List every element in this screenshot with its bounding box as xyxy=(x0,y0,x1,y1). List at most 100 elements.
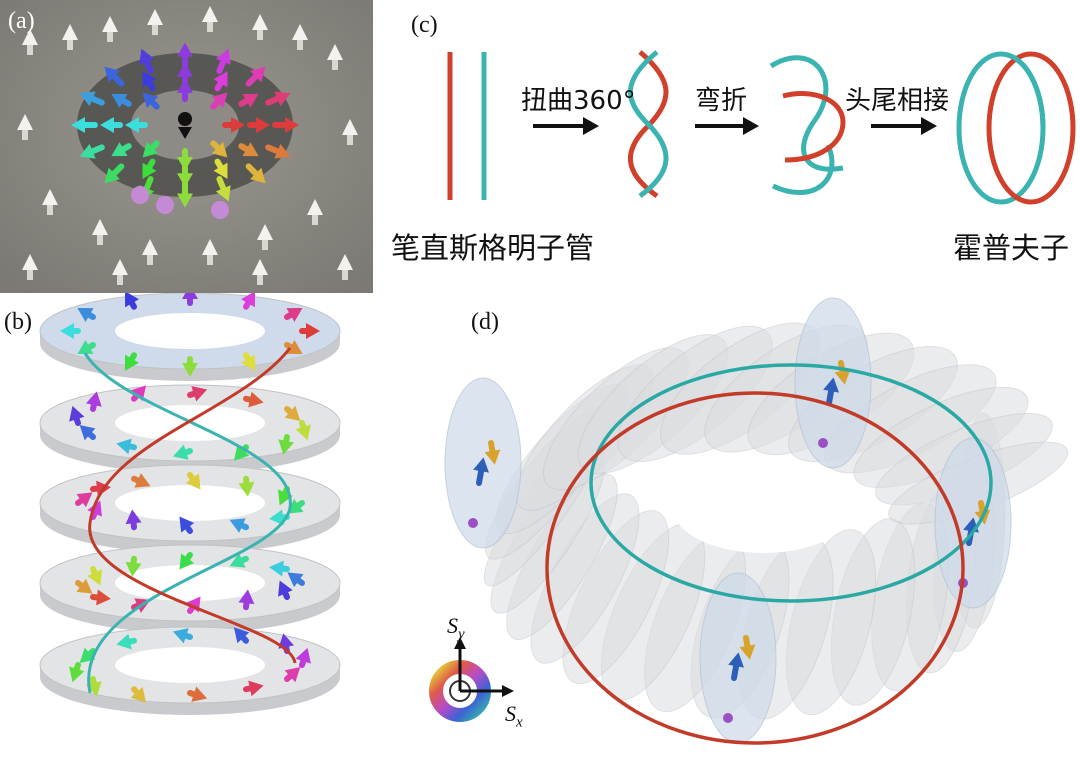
panel-a-label: (a) xyxy=(8,8,35,34)
highlight-disk xyxy=(794,297,872,469)
panel-a: (a) xyxy=(0,0,373,293)
spin-arrow xyxy=(71,117,98,133)
stack-disk xyxy=(39,544,341,633)
disk-spin-arrow xyxy=(75,578,93,594)
disk-spin-arrow xyxy=(233,627,250,644)
white-cone xyxy=(307,199,323,225)
disk-spin-arrow xyxy=(287,572,305,588)
disk-spin-arrow xyxy=(69,405,85,426)
spin-arrow xyxy=(79,143,105,159)
white-cone xyxy=(257,224,273,250)
stack-disk xyxy=(39,626,341,715)
white-cone xyxy=(337,254,353,280)
disk-spin-arrow xyxy=(283,340,303,354)
spin-arrow xyxy=(104,163,125,184)
disk-spin-arrow xyxy=(69,662,85,683)
hopfion-overlap-teal xyxy=(1011,54,1046,129)
disk-spin-arrow xyxy=(172,444,193,460)
white-cone xyxy=(17,114,33,140)
spin-arrow xyxy=(215,176,231,202)
panel-c-label: (c) xyxy=(411,12,438,38)
violet-sphere xyxy=(156,196,174,214)
spin-arrow xyxy=(238,142,259,157)
spin-arrow xyxy=(210,92,228,110)
disk-spin-arrow xyxy=(182,356,198,377)
disk-spin-arrow xyxy=(187,386,208,402)
arrow-1 xyxy=(533,117,599,135)
panel-d-torus xyxy=(444,297,1069,745)
panel-b: (b) xyxy=(0,293,373,773)
spin-arrow xyxy=(245,66,266,87)
white-cone xyxy=(142,239,158,265)
arrow-2 xyxy=(695,117,759,135)
disk-spin-arrow xyxy=(75,492,93,508)
torus-hole xyxy=(673,463,853,553)
spin-arrow xyxy=(104,66,125,87)
disk-spin-arrow xyxy=(278,434,294,455)
spin-arrow xyxy=(245,163,266,184)
panel-d: (d) Sy Sx xyxy=(373,293,1080,773)
disk-spin-arrow xyxy=(77,340,97,354)
spin-arrow xyxy=(222,117,245,133)
spin-arrow xyxy=(247,117,270,133)
spin-arrow xyxy=(139,48,155,74)
violet-sphere xyxy=(211,201,229,219)
disk-spin-arrow xyxy=(823,377,839,406)
disk-spin-arrow xyxy=(238,475,255,497)
spin-arrow xyxy=(142,92,160,110)
hopfion-loop-red xyxy=(986,51,1076,205)
disk-spin-arrow xyxy=(484,440,501,465)
white-cone xyxy=(62,24,78,50)
highlight-disk xyxy=(444,377,522,549)
helix-teal xyxy=(83,352,292,694)
white-cone xyxy=(92,219,108,245)
disk-spin-arrow xyxy=(283,666,301,683)
white-cone xyxy=(342,119,358,145)
hopfion-loop-teal xyxy=(956,51,1046,205)
stack-disk xyxy=(39,293,341,381)
spin-arrow xyxy=(177,148,193,171)
disk-spin-arrow xyxy=(241,293,255,310)
caption-straight-skyrmion-tube: 笔直斯格明子管 xyxy=(391,231,595,265)
helix-red xyxy=(88,347,297,664)
disk-spin-arrow xyxy=(116,633,137,650)
white-cone xyxy=(102,16,118,42)
disk-spin-arrow xyxy=(87,566,102,586)
bent-tube-red xyxy=(782,91,846,163)
sx-label: Sx xyxy=(505,701,523,731)
disk-spin-arrow xyxy=(172,628,193,644)
disk-spin-arrow xyxy=(229,518,249,533)
disk-spin-arrow xyxy=(77,308,97,322)
disk-spin-arrow xyxy=(79,424,97,441)
spin-arrow xyxy=(265,143,291,159)
disk-spin-arrow xyxy=(187,686,208,702)
spin-arrow xyxy=(238,93,259,108)
white-cone xyxy=(252,259,268,285)
violet-sphere xyxy=(131,186,149,204)
disk-spin-arrow xyxy=(179,552,195,570)
spin-arrow xyxy=(213,158,228,179)
white-cone xyxy=(112,259,128,285)
disk-spin-arrow xyxy=(125,293,139,310)
bent-tube-teal-b xyxy=(771,144,835,196)
white-cone xyxy=(327,44,343,70)
stack-disk xyxy=(39,464,341,553)
spin-arrow xyxy=(79,91,105,107)
disk-spin-arrow xyxy=(283,405,301,422)
disk-spin-arrow xyxy=(728,652,744,681)
spin-arrow xyxy=(215,48,231,74)
spin-arrow xyxy=(125,117,148,133)
white-cone xyxy=(147,9,163,35)
stack-disk xyxy=(39,384,341,473)
white-cone xyxy=(22,29,38,55)
highlight-disk xyxy=(699,572,777,744)
center-down-spin xyxy=(178,112,192,126)
spin-arrow xyxy=(100,117,123,133)
disk-spin-arrow xyxy=(295,647,311,668)
disk-spin-arrow xyxy=(278,580,293,600)
disk-spin-arrow xyxy=(299,323,320,339)
spin-arrow xyxy=(111,93,132,108)
white-cone xyxy=(252,14,268,40)
spin-arrow xyxy=(265,91,291,107)
disk-spin-arrow xyxy=(182,293,198,306)
